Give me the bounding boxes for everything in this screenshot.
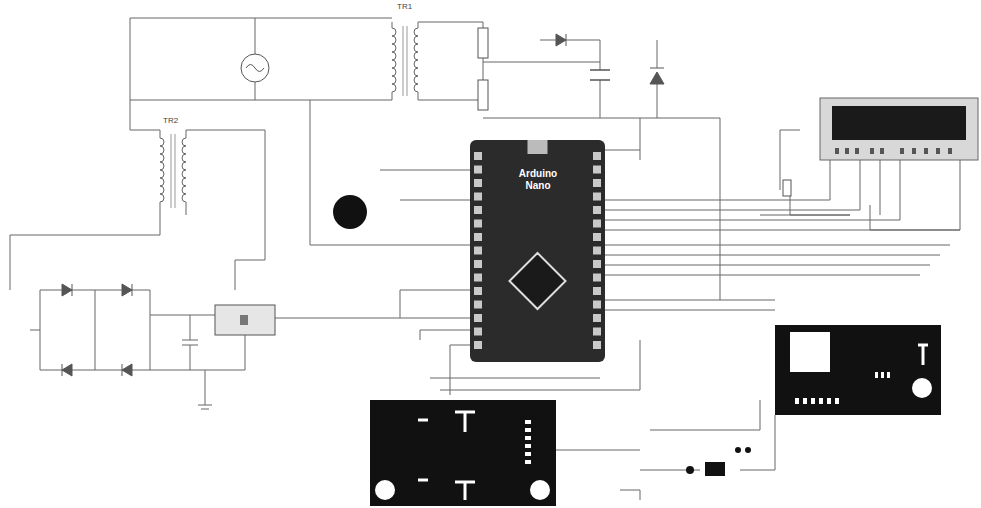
pin xyxy=(593,287,601,295)
pin xyxy=(474,328,482,336)
chip xyxy=(510,253,566,309)
pin xyxy=(593,328,601,336)
pin xyxy=(474,179,482,187)
pin xyxy=(593,166,601,174)
pin xyxy=(474,301,482,309)
pin xyxy=(474,287,482,295)
pin xyxy=(593,341,601,349)
arduino-board: Arduino Nano xyxy=(470,140,605,362)
part-name: TR2 xyxy=(162,117,179,126)
pin xyxy=(474,220,482,228)
pin xyxy=(593,233,601,241)
pin xyxy=(474,274,482,282)
pin xyxy=(593,179,601,187)
pin xyxy=(593,260,601,268)
pin xyxy=(474,206,482,214)
pin xyxy=(593,301,601,309)
part-name: TR1 xyxy=(396,3,413,12)
usb-connector xyxy=(528,140,548,154)
pin xyxy=(474,193,482,201)
pin xyxy=(474,166,482,174)
pin xyxy=(474,341,482,349)
board-name: Arduino Nano xyxy=(508,168,568,191)
pin xyxy=(474,260,482,268)
pin xyxy=(593,314,601,322)
pin xyxy=(474,233,482,241)
pin xyxy=(474,314,482,322)
pin xyxy=(593,274,601,282)
pin xyxy=(593,247,601,255)
pin xyxy=(593,152,601,160)
pin xyxy=(474,152,482,160)
pin xyxy=(593,206,601,214)
pin xyxy=(474,247,482,255)
pin xyxy=(593,220,601,228)
pin xyxy=(593,193,601,201)
